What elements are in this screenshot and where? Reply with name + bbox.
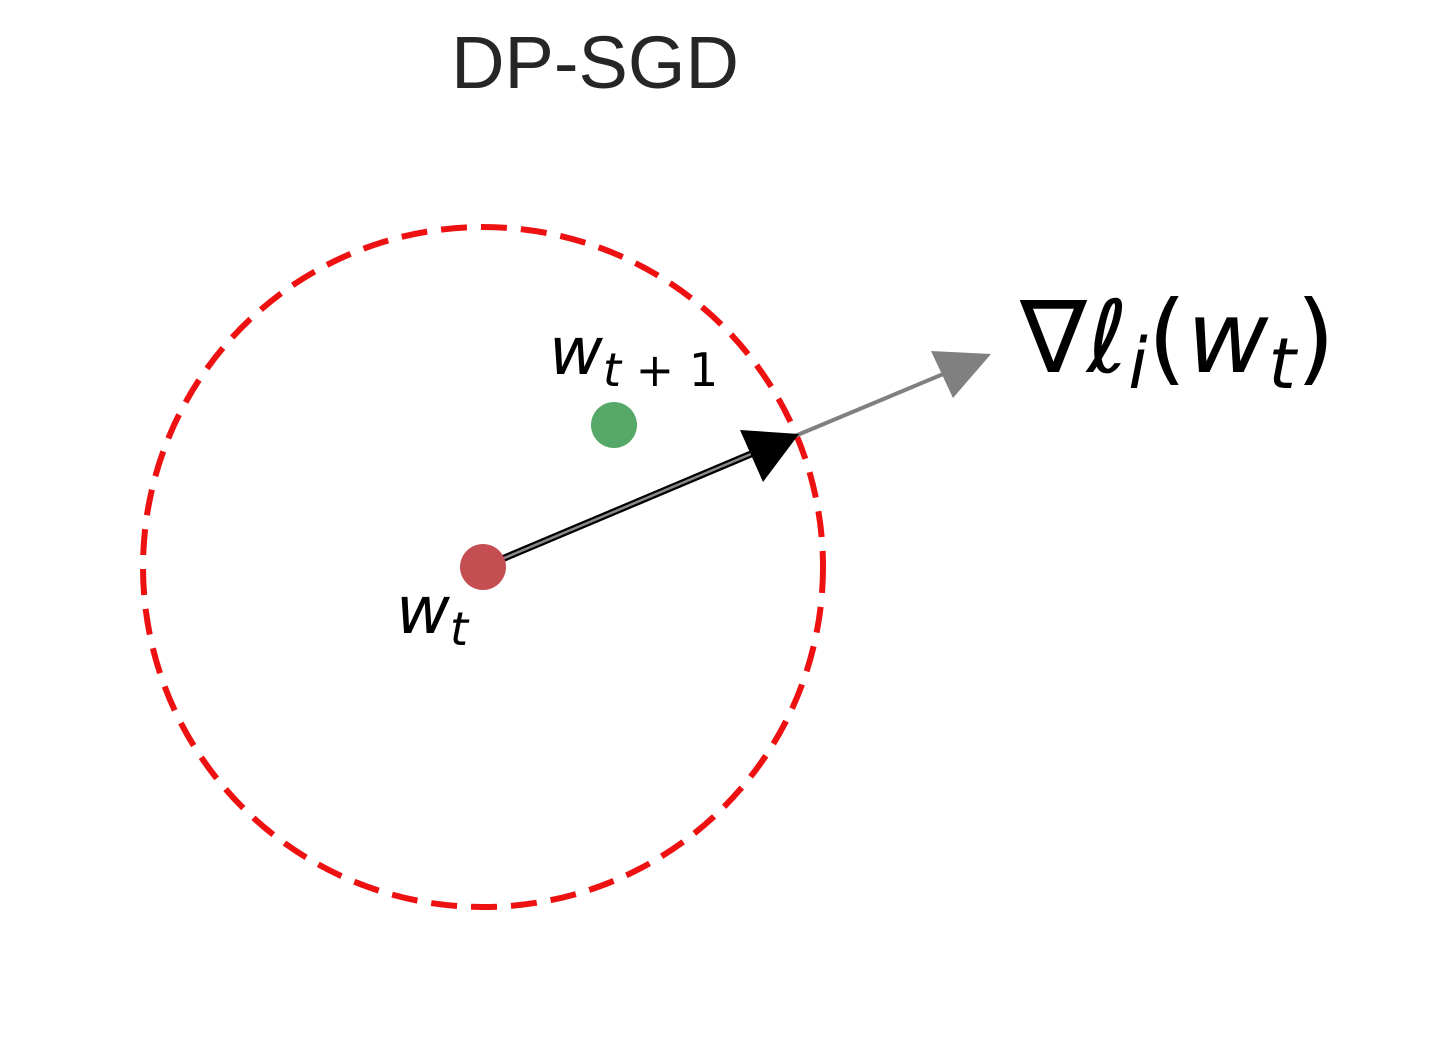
current-weight-subscript: t	[450, 602, 470, 656]
next-weight-subscript-num: 1	[689, 343, 718, 397]
gradient-arrow-shaft	[794, 365, 961, 438]
current-weight-point	[460, 544, 506, 590]
clipped-arrowhead	[740, 430, 799, 482]
gradient-weight-base: w	[1187, 279, 1269, 396]
next-weight-label: wt + 1	[549, 313, 718, 397]
gradient-ell: ℓ	[1085, 279, 1128, 396]
gradient-index: i	[1128, 323, 1148, 405]
next-weight-subscript-op: +	[621, 343, 689, 397]
clip-norm-circle	[140, 224, 826, 910]
current-weight-base: w	[396, 572, 451, 649]
clipped-gradient-arrow	[481, 430, 799, 571]
next-weight-subscript-var: t	[603, 343, 623, 397]
current-weight-label: wt	[396, 572, 470, 656]
gradient-close-paren: )	[1296, 279, 1335, 396]
clipped-arrow-shaft	[482, 444, 771, 569]
diagram-title: DP-SGD	[451, 21, 739, 104]
gradient-open-paren: (	[1148, 279, 1187, 396]
gradient-nabla: ∇	[1019, 279, 1088, 396]
gradient-label: ∇ℓi(wt)	[1019, 279, 1335, 405]
next-weight-point	[591, 402, 637, 448]
gradient-arrowhead	[931, 351, 991, 398]
next-weight-base: w	[549, 313, 604, 390]
gradient-arrow	[794, 351, 991, 438]
gradient-weight-subscript: t	[1268, 323, 1298, 405]
